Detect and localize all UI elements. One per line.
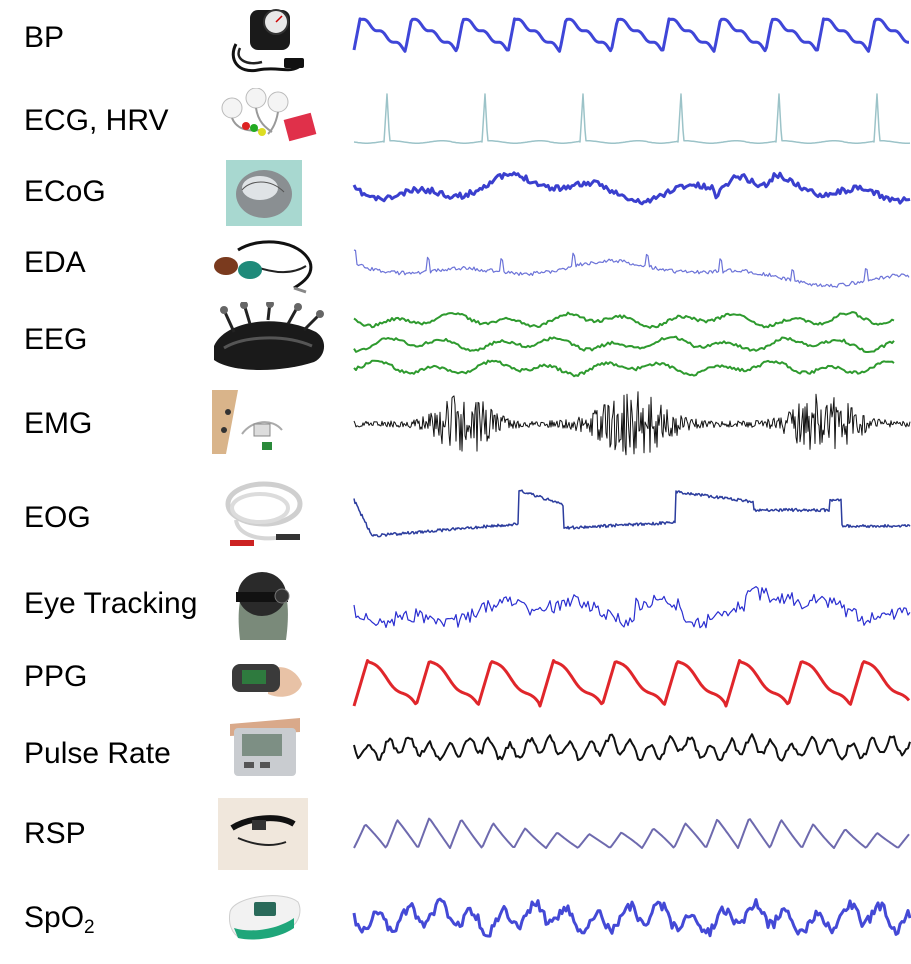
- eda-waveform: [353, 249, 910, 288]
- respiration-belt-icon: [218, 798, 308, 870]
- ecog-signal: [352, 171, 911, 206]
- row-eog: EOG: [0, 470, 911, 566]
- rsp-waveform: [353, 817, 910, 849]
- row-ecg: ECG, HRV: [0, 88, 911, 154]
- label-spo2: SpO2: [24, 901, 95, 939]
- label-ecog: ECoG: [24, 175, 106, 208]
- rsp-signal: [353, 817, 910, 849]
- row-ecog: ECoG: [0, 154, 911, 230]
- eda-signal: [353, 249, 910, 288]
- emg-electrode-icon: [212, 390, 283, 454]
- label-eye: Eye Tracking: [24, 587, 198, 620]
- ecg-waveform: [353, 93, 911, 144]
- eeg-signal: [353, 311, 895, 378]
- ppg-waveform: [352, 659, 911, 708]
- row-ppg: PPG: [0, 644, 911, 718]
- ppg-signal: [352, 659, 911, 708]
- spo2-signal: [352, 897, 911, 938]
- spo2-oximeter-icon: [229, 895, 301, 940]
- spo2-waveform: [352, 897, 911, 938]
- eog-cable-icon: [225, 481, 303, 546]
- eye-tracking-signal: [353, 586, 911, 629]
- brain-grid-icon: [226, 160, 302, 226]
- label-spo2-subscript: 2: [84, 917, 95, 938]
- bp-waveform: [352, 17, 909, 53]
- emg-signal: [353, 391, 911, 456]
- row-spo2: SpO2: [0, 882, 911, 964]
- label-ppg: PPG: [24, 660, 88, 693]
- eye-tracker-icon: [236, 572, 290, 640]
- label-ecg: ECG, HRV: [24, 104, 169, 137]
- eeg-channel-3: [353, 359, 895, 378]
- pulse-oximeter-finger-icon: [232, 664, 302, 697]
- eeg-headset-icon: [214, 302, 325, 370]
- row-bp: BP: [0, 0, 911, 88]
- label-eeg: EEG: [24, 323, 88, 356]
- ecg-electrodes-icon: [221, 88, 317, 142]
- eeg-channel-1: [353, 311, 895, 329]
- emg-waveform: [353, 391, 911, 456]
- eog-waveform: [353, 489, 911, 538]
- ecog-waveform: [352, 171, 911, 206]
- eda-sensor-icon: [214, 240, 313, 294]
- label-pulse: Pulse Rate: [24, 737, 171, 770]
- row-emg: EMG: [0, 384, 911, 470]
- row-pulse: Pulse Rate: [0, 718, 911, 798]
- label-spo2-main: SpO: [24, 901, 85, 934]
- row-eye: Eye Tracking: [0, 566, 911, 644]
- label-emg: EMG: [24, 407, 93, 440]
- label-eog: EOG: [24, 501, 91, 534]
- ecg-signal: [353, 93, 911, 144]
- eog-signal: [353, 489, 911, 538]
- eeg-channel-2: [353, 335, 895, 353]
- row-eeg: EEG: [0, 302, 911, 384]
- eye-tracking-waveform: [353, 586, 911, 629]
- label-rsp: RSP: [24, 817, 86, 850]
- pulse-rate-signal: [353, 733, 911, 762]
- bp-signal: [352, 17, 909, 53]
- label-eda: EDA: [24, 246, 86, 279]
- wrist-monitor-icon: [230, 718, 300, 776]
- row-eda: EDA: [0, 230, 911, 302]
- sphygmomanometer-icon: [231, 9, 304, 73]
- label-bp: BP: [24, 21, 65, 54]
- row-rsp: RSP: [0, 798, 911, 882]
- pulse-rate-waveform: [353, 733, 911, 762]
